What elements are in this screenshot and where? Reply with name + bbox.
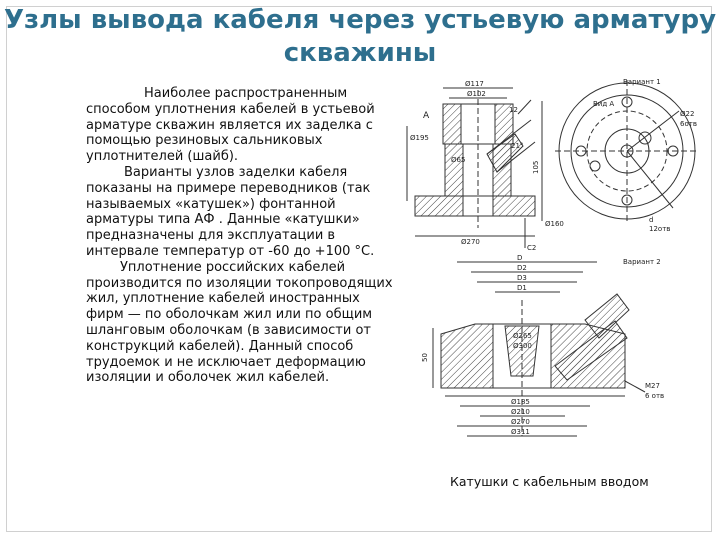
slide-frame bbox=[6, 6, 712, 532]
dim-v1-8: Ø160 bbox=[545, 220, 564, 228]
section-a-label: А bbox=[423, 111, 430, 121]
view-a-label: Вид А bbox=[593, 100, 614, 108]
paragraph-1: Наиболее распространенным способом уплот… bbox=[86, 86, 375, 165]
variant-1-view-a bbox=[555, 80, 699, 222]
paragraph-2: Варианты узлов заделки кабеля показаны н… bbox=[86, 164, 375, 259]
dim-v1-0: Ø117 bbox=[465, 80, 484, 88]
dim-v1-9: Ø270 bbox=[461, 238, 480, 246]
figure-caption: Катушки с кабельным вводом bbox=[450, 474, 649, 489]
dim-v1-4: Ø65 bbox=[451, 156, 465, 164]
slide-title: Узлы вывода кабеля через устьевую армату… bbox=[0, 4, 720, 70]
variant-2-section bbox=[432, 261, 646, 437]
dim-v1-5: 21° bbox=[511, 142, 523, 150]
slide-title-line-1: Узлы вывода кабеля через устьевую армату… bbox=[3, 5, 717, 35]
dim-v2-6: 50 bbox=[421, 353, 429, 362]
slide-title-line-2: скважины bbox=[283, 38, 437, 68]
body-text: Наиболее распространенным способом уплот… bbox=[86, 86, 396, 386]
variant-1-section bbox=[406, 87, 543, 248]
dim-v2-9: Ø270 bbox=[511, 418, 530, 426]
dim-v1-2: 12 bbox=[509, 106, 518, 114]
dim-v2-4: Ø265 bbox=[513, 332, 532, 340]
paragraph-3: Уплотнение российских кабелей производит… bbox=[86, 259, 393, 386]
dim-v2-7: Ø185 bbox=[511, 398, 530, 406]
dim-v1-13: 12отв bbox=[649, 225, 670, 233]
dim-v1-11: 6отв bbox=[680, 120, 697, 128]
dim-v1-3: Ø195 bbox=[410, 134, 429, 142]
dim-v1-6: 105 bbox=[532, 161, 540, 174]
dim-v1-1: Ø102 bbox=[467, 90, 486, 98]
dim-v2-10: Ø311 bbox=[511, 428, 530, 436]
technical-drawing: Вариант 1 Вид А А Ø117 Ø102 12 Ø195 Ø65 … bbox=[406, 78, 699, 437]
dim-v2-11: M27 bbox=[645, 382, 660, 390]
dim-v2-3: D1 bbox=[517, 284, 527, 292]
dim-v2-12: 6 отв bbox=[645, 392, 664, 400]
dim-v1-7: Ø22 bbox=[680, 110, 694, 118]
dim-v2-1: D2 bbox=[517, 264, 527, 272]
dim-v1-10: С2 bbox=[527, 244, 536, 252]
dim-v2-0: D bbox=[517, 254, 522, 262]
dim-v2-8: Ø210 bbox=[511, 408, 530, 416]
dim-v2-5: Ø300 bbox=[513, 342, 532, 350]
variant-2-label: Вариант 2 bbox=[623, 258, 661, 266]
dim-v2-2: D3 bbox=[517, 274, 527, 282]
variant-1-label: Вариант 1 bbox=[623, 78, 661, 86]
dim-v1-12: d bbox=[649, 216, 653, 224]
